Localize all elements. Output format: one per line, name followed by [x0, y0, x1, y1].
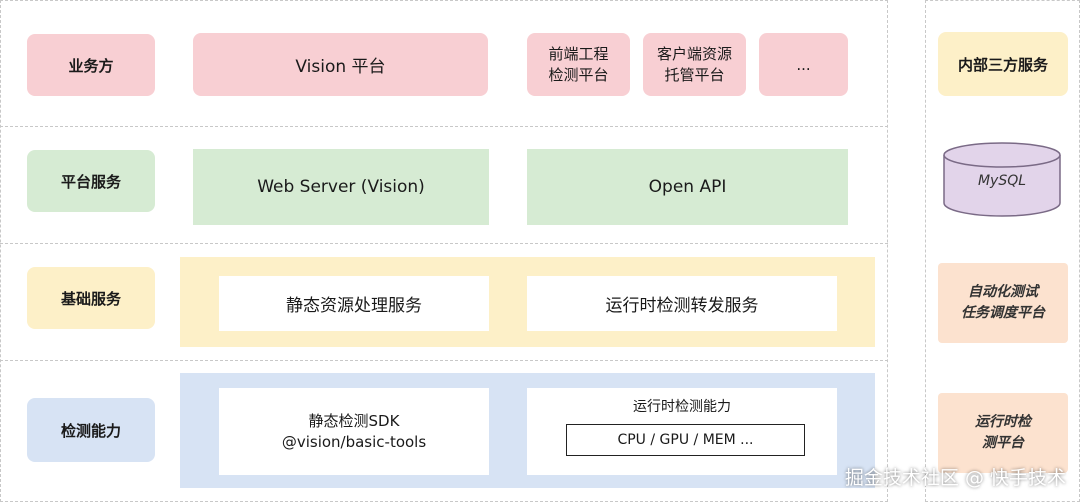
basic-runtime-forward-service: 运行时检测转发服务 [527, 276, 837, 331]
watermark: 掘金技术社区 @ 快手技术 [844, 467, 1066, 489]
mysql-database-icon: MySQL [943, 142, 1061, 217]
mysql-database-label: MySQL [978, 173, 1026, 189]
scheduler-platform-label: 自动化测试 任务调度平台 [961, 284, 1045, 321]
platform-web-server: Web Server (Vision) [193, 149, 489, 225]
basic-item-label: 运行时检测转发服务 [605, 296, 759, 316]
business-item-label: 客户端资源 托管平台 [656, 44, 732, 84]
runtime-metrics-label: CPU / GPU / MEM ... [617, 432, 754, 448]
row-label-business: 业务方 [27, 34, 155, 96]
row-divider [0, 126, 888, 127]
business-item-label: Vision 平台 [295, 57, 386, 77]
row-label-basic: 基础服务 [27, 267, 155, 329]
business-frontend-detection-platform: 前端工程 检测平台 [527, 33, 630, 96]
internal-services-title-text: 内部三方服务 [957, 55, 1048, 74]
row-label-detection: 检测能力 [27, 398, 155, 462]
business-client-resource-platform: 客户端资源 托管平台 [643, 33, 746, 96]
runtime-metrics-box: CPU / GPU / MEM ... [566, 424, 805, 456]
basic-static-resource-service: 静态资源处理服务 [219, 276, 489, 331]
platform-item-label: Open API [648, 177, 727, 197]
scheduler-platform: 自动化测试 任务调度平台 [938, 263, 1068, 343]
platform-item-label: Web Server (Vision) [257, 177, 425, 197]
row-label-text: 平台服务 [60, 172, 121, 191]
business-vision-platform: Vision 平台 [193, 33, 488, 96]
business-more-ellipsis: ... [759, 33, 848, 96]
static-sdk-label: 静态检测SDK @vision/basic-tools [281, 411, 427, 451]
row-label-platform: 平台服务 [27, 150, 155, 212]
runtime-detection-platform-label: 运行时检 测平台 [975, 414, 1031, 451]
internal-services-title: 内部三方服务 [938, 32, 1068, 96]
platform-open-api: Open API [527, 149, 848, 225]
detection-static-sdk: 静态检测SDK @vision/basic-tools [219, 388, 489, 475]
row-divider [0, 243, 888, 244]
row-divider [0, 360, 888, 361]
row-label-text: 检测能力 [60, 421, 121, 440]
runtime-capability-title: 运行时检测能力 [633, 399, 731, 415]
business-item-label: 前端工程 检测平台 [548, 44, 609, 84]
basic-item-label: 静态资源处理服务 [286, 296, 422, 316]
row-label-text: 基础服务 [60, 289, 121, 308]
business-item-label: ... [796, 55, 811, 74]
row-label-text: 业务方 [68, 56, 114, 75]
runtime-detection-platform: 运行时检 测平台 [938, 393, 1068, 473]
